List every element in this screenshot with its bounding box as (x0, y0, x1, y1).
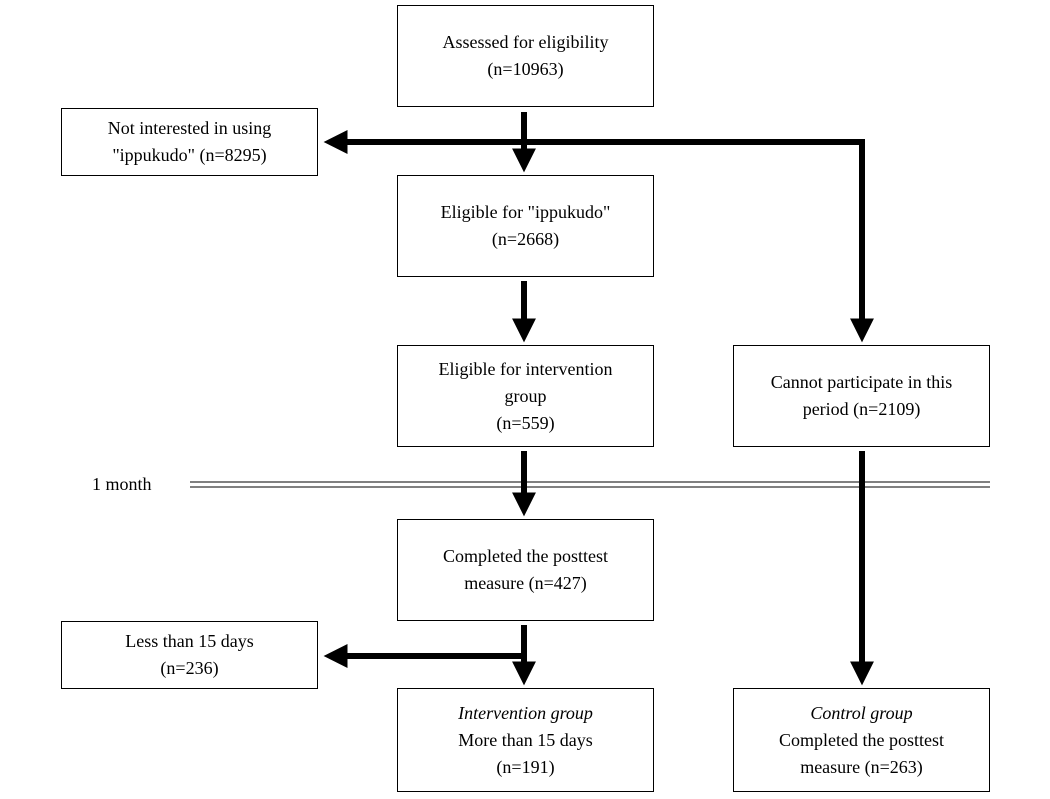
assessed-count: (n=10963) (487, 59, 564, 79)
control-group-count: measure (n=263) (800, 756, 923, 777)
not-interested-count: "ippukudo" (n=8295) (112, 145, 267, 165)
eligible-ippukudo-box: Eligible for "ippukudo" (n=2668) (397, 175, 654, 277)
not-interested-label: Not interested in using (107, 118, 272, 138)
cannot-participate-count: period (n=2109) (802, 399, 921, 419)
less-than-15-days-box: Less than 15 days (n=236) (61, 621, 318, 689)
cannot-participate-box: Cannot participate in this period (n=210… (733, 345, 990, 447)
intervention-group-label: More than 15 days (458, 729, 593, 750)
eligible-intervention-label: Eligible for intervention (438, 358, 613, 379)
not-interested-box: Not interested in using "ippukudo" (n=82… (61, 108, 318, 176)
completed-posttest-count: measure (n=427) (464, 573, 587, 593)
eligible-ippukudo-label: Eligible for "ippukudo" (440, 202, 611, 222)
time-marker-label: 1 month (92, 474, 152, 494)
control-group-title: Control group (810, 702, 913, 723)
completed-posttest-box: Completed the posttest measure (n=427) (397, 519, 654, 621)
control-group-box: Control group Completed the posttest mea… (733, 688, 990, 792)
assessed-label: Assessed for eligibility (442, 32, 609, 52)
less-than-15-days-label: Less than 15 days (125, 631, 254, 651)
less-than-15-days-count: (n=236) (160, 658, 219, 678)
eligible-intervention-label-cont: group (504, 385, 547, 406)
eligible-intervention-count: (n=559) (496, 412, 555, 433)
time-divider (190, 481, 990, 488)
control-group-label: Completed the posttest (779, 729, 944, 750)
eligible-intervention-box: Eligible for intervention group (n=559) (397, 345, 654, 447)
completed-posttest-label: Completed the posttest (443, 546, 608, 566)
intervention-group-box: Intervention group More than 15 days (n=… (397, 688, 654, 792)
intervention-group-count: (n=191) (496, 756, 555, 777)
intervention-group-title: Intervention group (458, 702, 593, 723)
cannot-participate-label: Cannot participate in this (770, 372, 953, 392)
eligible-ippukudo-count: (n=2668) (491, 229, 560, 249)
arrow-branch-to-cannot-participate (524, 139, 874, 343)
assessed-box: Assessed for eligibility (n=10963) (397, 5, 654, 107)
